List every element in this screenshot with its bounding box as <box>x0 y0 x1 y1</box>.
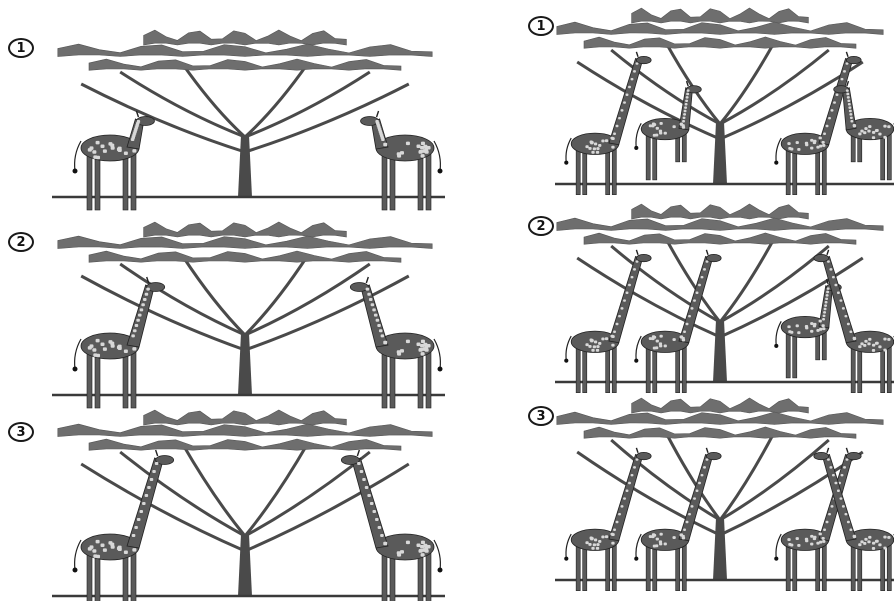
left-tree-2 <box>57 221 433 395</box>
right-giraffe-3-2 <box>634 447 722 591</box>
right-giraffe-1-2 <box>634 80 702 181</box>
right-giraffe-2-4 <box>813 249 894 393</box>
right-giraffe-1-4 <box>833 80 894 181</box>
step-badge-right-1: 1 <box>528 16 554 36</box>
right-tree-1 <box>556 7 884 184</box>
left-tree-1 <box>57 29 433 197</box>
step-badge-left-3: 3 <box>8 422 34 442</box>
right-giraffe-1-3 <box>774 51 862 195</box>
left-giraffe-3-a <box>72 449 175 601</box>
right-giraffe-3-1 <box>564 447 652 591</box>
right-tree-2 <box>556 203 884 382</box>
left-giraffe-2-b <box>349 276 443 409</box>
right-giraffe-2-3 <box>774 278 842 379</box>
step-badge-right-2: 2 <box>528 216 554 236</box>
right-giraffe-2-1 <box>564 249 652 393</box>
right-giraffe-1-1 <box>564 51 652 195</box>
right-giraffe-3-4 <box>813 447 894 591</box>
right-giraffe-2-2 <box>634 249 722 393</box>
left-tree-3 <box>57 409 433 596</box>
left-giraffe-1-b <box>360 110 443 211</box>
step-badge-left-2: 2 <box>8 232 34 252</box>
left-giraffe-1-a <box>72 110 155 211</box>
left-giraffe-3-b <box>340 449 443 601</box>
right-tree-3 <box>556 397 884 580</box>
step-badge-left-1: 1 <box>8 38 34 58</box>
left-giraffe-2-a <box>72 276 166 409</box>
step-badge-right-3: 3 <box>528 406 554 426</box>
